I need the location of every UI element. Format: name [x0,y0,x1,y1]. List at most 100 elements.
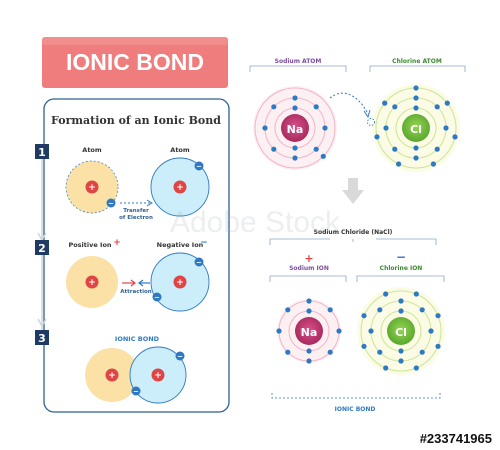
transfer-label-1: Transfer [123,208,149,214]
ionic-bond-bracket [271,393,441,399]
watermark: Adobe Stock [170,206,341,239]
electron-dot [374,134,380,140]
chlorine-atom-label: Chlorine ATOM [392,58,442,65]
reaction-down-arrow [342,178,364,204]
positive-nucleus [173,275,187,289]
electron-dot [428,328,434,334]
electron-dot [392,146,398,152]
sodium-ion-label: Sodium ION [289,265,329,272]
electron-dot [292,95,298,101]
step-2-chlorine-ion: + − − [150,252,210,312]
step-2-badge: 2 [35,240,49,255]
electron-dot [271,146,277,152]
electron-dot [413,145,419,151]
orbit-ring [360,290,442,372]
chlorine-ion-symbol: Cl [395,326,407,339]
electron-dot [398,348,404,354]
page-title: IONIC BOND [66,49,204,75]
valence-electron [106,198,116,208]
electron-dot [320,153,326,159]
step-1-sodium-atom: + − [65,160,119,214]
positive-ion-label: Positive Ion [68,241,111,249]
step-2-number: 2 [38,242,46,255]
positive-nucleus [173,180,187,194]
chlorine-symbol: Cl [410,123,422,136]
electron-dot [419,349,425,355]
electron-dot [435,343,441,349]
title-background [42,37,228,88]
electron-dot [306,298,312,304]
positive-nucleus [151,368,165,382]
attraction-label: Attraction [120,289,151,295]
step-3-number: 3 [38,332,46,345]
orbit-ring [254,87,336,169]
electron-dot [398,298,404,304]
ionic-bond-label: IONIC BOND [335,406,376,413]
electron-dot [435,313,441,319]
plus-sign: + [88,183,96,193]
electron-dot [383,125,389,131]
electron-dot [292,105,298,111]
compound-label: Sodium Chloride (NaCl) [314,229,393,236]
title-banner: IONIC BOND [42,37,228,88]
electron-minus: − [133,388,139,396]
step-1-left-label: Atom [82,146,102,154]
sodium-nucleus [281,114,309,142]
atoms-section: Sodium ATOM Chlorine ATOM Na Cl [249,58,466,204]
image-id: #233741965 [419,431,492,446]
negative-ion-minus: − [200,238,208,248]
electron-dot [285,307,291,313]
chlorine-atom-bracket [369,65,466,72]
positive-nucleus [85,180,99,194]
step-1-number: 1 [38,146,46,159]
electron-dot [377,307,383,313]
chlorine-nucleus [402,114,430,142]
transfer-arrow-head [146,199,153,207]
electron-dot [306,348,312,354]
electron-dot [322,125,328,131]
electron-dot [327,307,333,313]
electron-dot [398,358,404,364]
positive-nucleus [85,275,99,289]
ions-section: Sodium Chloride (NaCl) + Sodium ION − Ch… [269,229,445,413]
plus-sign: + [108,371,116,381]
sodium-ion-charge: + [304,252,313,265]
sodium-ion-bracket [269,275,347,282]
outer-orbit [65,160,119,214]
electron-dot [262,125,268,131]
negative-ion-label: Negative Ion [157,241,204,249]
sodium-atom-label: Sodium ATOM [275,58,322,65]
compound-bracket-left [269,238,330,245]
sodium-atom-bracket [249,65,347,72]
electron-dot [443,125,449,131]
step-1-right-label: Atom [170,146,190,154]
transfer-label-2: of Electron [119,215,153,221]
electron-dot [413,365,419,371]
electron-dot [434,104,440,110]
electron-dot [285,349,291,355]
formation-heading: Formation of an Ionic Bond [51,114,221,127]
electron-dot [413,85,419,91]
chlorine-ion: Cl [357,287,445,375]
electron-dot [361,343,367,349]
electron-minus: − [108,200,114,208]
step-3-label: IONIC BOND [115,335,160,343]
electron-dot [396,161,402,167]
electron-dot [306,308,312,314]
electron-dot [419,307,425,313]
electron-dot [383,365,389,371]
formation-panel: Formation of an Ionic Bond 1 2 3 Atom At… [35,98,230,413]
electron-dot [392,104,398,110]
positive-nucleus [105,368,119,382]
step-2-sodium-ion: + [66,256,118,308]
electron-dot [313,146,319,152]
chlorine-atom: Cl [372,84,460,172]
electron-dot [398,308,404,314]
electron-dot [382,100,388,106]
electron-dot [377,349,383,355]
step-1-chlorine-atom: + − [150,157,210,217]
electron [131,386,141,396]
electron-dot [271,104,277,110]
electron-dot [306,358,312,364]
